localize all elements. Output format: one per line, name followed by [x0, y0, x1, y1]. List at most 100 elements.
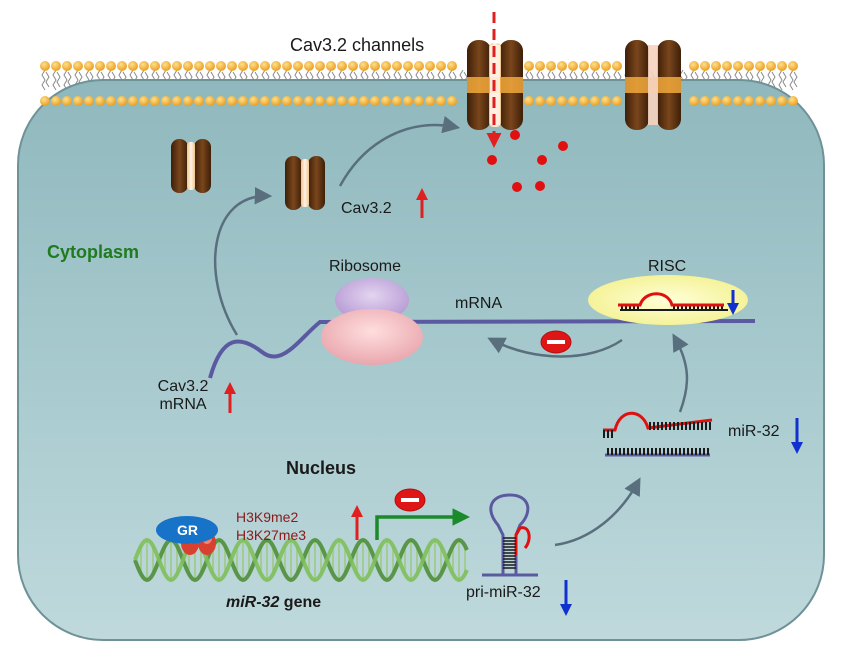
pri-to-mir-arrow: [554, 477, 641, 547]
membrane-bead: [84, 96, 94, 106]
membrane-bead: [227, 61, 237, 71]
cav32-mrna-label: Cav3.2 mRNA: [148, 378, 218, 415]
risc-mirna: [618, 292, 728, 311]
membrane-bead: [568, 61, 578, 71]
pri-mir32-label: pri-miR-32: [466, 584, 541, 601]
membrane-bead: [172, 61, 182, 71]
membrane-bead: [568, 96, 578, 106]
membrane-bead: [205, 61, 215, 71]
cytoplasmic-channel-2: [285, 156, 325, 210]
membrane-bead: [370, 96, 380, 106]
membrane-bead: [788, 61, 798, 71]
membrane-bead: [722, 61, 732, 71]
membrane-bead: [700, 61, 710, 71]
membrane-bead: [293, 96, 303, 106]
membrane-bead: [183, 96, 193, 106]
translation-to-protein-arrow: [213, 187, 273, 336]
mir32-label: miR-32: [728, 423, 780, 440]
membrane-bead: [601, 96, 611, 106]
membrane-bead: [755, 61, 765, 71]
membrane-bead: [326, 96, 336, 106]
cytoplasm-label: Cytoplasm: [47, 242, 140, 262]
membrane-bead: [238, 61, 248, 71]
ribosome-label: Ribosome: [329, 258, 402, 275]
membrane-bead: [689, 96, 699, 106]
membrane-bead: [755, 96, 765, 106]
ribosome-large-subunit: [321, 309, 423, 365]
membrane-bead: [392, 96, 402, 106]
membrane-bead: [315, 96, 325, 106]
membrane-bead: [106, 61, 116, 71]
pri-mir32-hairpin: [482, 493, 538, 577]
cav32-mrna-label-line1: Cav3.2: [157, 378, 209, 395]
membrane-bead: [282, 61, 292, 71]
membrane-bead: [535, 96, 545, 106]
membrane-bead: [326, 61, 336, 71]
cell-body: [17, 79, 825, 641]
membrane-bead: [51, 96, 61, 106]
membrane-bead: [403, 96, 413, 106]
membrane-bead: [601, 61, 611, 71]
membrane-bead: [95, 61, 105, 71]
membrane-bead: [40, 96, 50, 106]
membrane-bead: [95, 96, 105, 106]
membrane-bead: [788, 96, 798, 106]
membrane-bead: [436, 96, 446, 106]
membrane-bead: [150, 61, 160, 71]
membrane-bead: [304, 96, 314, 106]
h3k9me2-label: H3K9me2: [236, 509, 299, 525]
membrane-bead: [744, 61, 754, 71]
membrane-bead: [271, 96, 281, 106]
membrane-bead: [315, 61, 325, 71]
membrane-bead: [128, 61, 138, 71]
membrane-bead: [403, 61, 413, 71]
membrane-bead: [194, 61, 204, 71]
membrane-bead: [40, 61, 50, 71]
membrane-bead: [524, 96, 534, 106]
membrane-bead: [62, 96, 72, 106]
gene-label-suffix: gene: [279, 594, 322, 611]
mrna-label: mRNA: [455, 295, 503, 312]
membrane-bead: [579, 61, 589, 71]
membrane-bead: [337, 96, 347, 106]
membrane-bead: [557, 96, 567, 106]
membrane-bead: [612, 96, 622, 106]
membrane-bead: [436, 61, 446, 71]
membrane-bead: [700, 96, 710, 106]
membrane-bead: [546, 96, 556, 106]
membrane-bead: [216, 61, 226, 71]
nucleus-label: Nucleus: [286, 458, 357, 478]
gr-label: GR: [177, 522, 198, 538]
membrane-bead: [271, 61, 281, 71]
membrane-bead: [689, 61, 699, 71]
membrane-bead: [557, 61, 567, 71]
membrane-bead: [227, 96, 237, 106]
gr-receptor: [156, 516, 218, 555]
membrane-bead: [205, 96, 215, 106]
membrane-bead: [194, 96, 204, 106]
mrna-strand: [208, 319, 756, 379]
membrane-bead: [161, 61, 171, 71]
membrane-bead: [62, 61, 72, 71]
membrane-bead: [293, 61, 303, 71]
membrane-bead: [590, 96, 600, 106]
membrane-bead: [535, 61, 545, 71]
membrane-bead: [733, 96, 743, 106]
membrane-bead: [337, 61, 347, 71]
membrane-bead: [282, 96, 292, 106]
transcription-promoter-arrow: [375, 508, 470, 540]
channels-label: Cav3.2 channels: [290, 35, 425, 55]
membrane-bead: [524, 61, 534, 71]
membrane-bead: [73, 96, 83, 106]
cytoplasmic-channel-1: [171, 139, 211, 193]
membrane-bead: [348, 61, 358, 71]
membrane-bead: [381, 96, 391, 106]
membrane-bead: [579, 96, 589, 106]
gene-label: miR-32 gene: [226, 594, 321, 612]
membrane-bead: [249, 61, 259, 71]
membrane-bead: [238, 96, 248, 106]
membrane-bead: [425, 96, 435, 106]
membrane-bead: [722, 96, 732, 106]
membrane-bead: [183, 61, 193, 71]
